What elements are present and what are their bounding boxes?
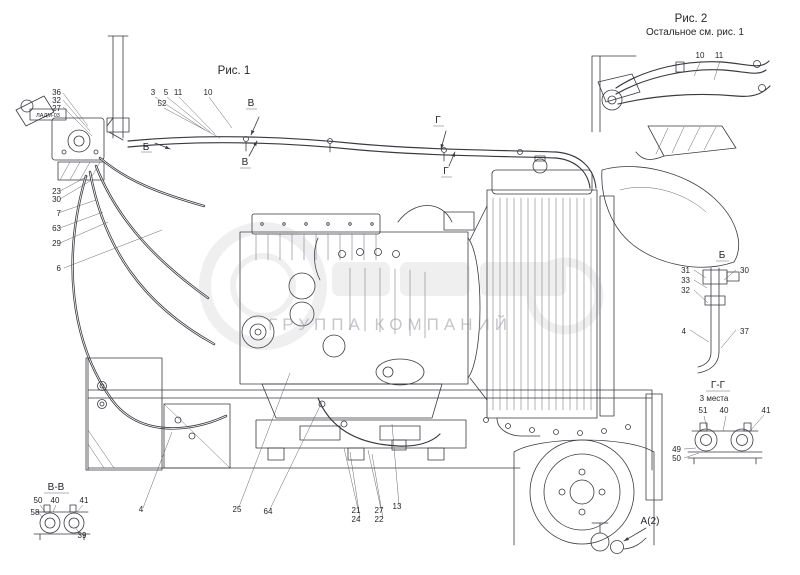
callout-binset-37: 37 (740, 327, 749, 336)
callout-32: 32 (52, 96, 61, 105)
callout-63: 63 (52, 224, 61, 233)
callout-vv-50: 50 (34, 496, 43, 505)
section-b-inset: Б (719, 250, 726, 261)
section-b-main: Б (143, 142, 150, 153)
callout-vv-40: 40 (51, 496, 60, 505)
callout-vv-58: 58 (31, 508, 40, 517)
callout-binset-32: 32 (681, 286, 690, 295)
callout-11: 11 (174, 88, 183, 97)
top-pipe (127, 136, 597, 189)
watermark-text: ГРУППА КОМПАНИЙ (268, 315, 512, 334)
fig2-note: Остальное см. рис. 1 (646, 27, 744, 38)
callout-binset-33: 33 (681, 276, 690, 285)
section-v-lower: В (242, 157, 249, 168)
callout-bottom-24: 24 (352, 515, 361, 524)
callout-36: 36 (52, 88, 61, 97)
callout-vv-41: 41 (80, 496, 89, 505)
fig2-title: Рис. 2 (675, 13, 708, 25)
vv-inset-drawing (33, 504, 91, 541)
callout-bottom-13: 13 (393, 502, 402, 511)
a-detail-drawing (590, 522, 647, 554)
callout-gg-50: 50 (672, 454, 681, 463)
callout-gg-41: 41 (762, 406, 771, 415)
hoses (71, 156, 228, 430)
callout-gg-51: 51 (699, 406, 708, 415)
callout-7: 7 (57, 209, 62, 218)
callout-52: 52 (158, 99, 167, 108)
callout-fig2-11: 11 (715, 51, 724, 60)
engine-block (239, 205, 475, 419)
callout-23: 23 (52, 187, 61, 196)
leader-lines (36, 60, 765, 542)
a-detail-label: А(2) (641, 516, 660, 527)
section-v-upper: В (248, 98, 255, 109)
callout-bottom-22: 22 (375, 515, 384, 524)
callout-binset-30: 30 (740, 266, 749, 275)
callout-binset-4: 4 (682, 327, 687, 336)
callout-5: 5 (164, 88, 169, 97)
callout-29: 29 (52, 239, 61, 248)
callout-bottom-25: 25 (233, 505, 242, 514)
section-g-lower: Г (443, 166, 449, 177)
callout-3: 3 (151, 88, 156, 97)
fig2-inset-drawing (591, 55, 771, 160)
callout-vv-39: 39 (78, 531, 87, 540)
callout-gg-49: 49 (672, 445, 681, 454)
callout-fig2-10: 10 (696, 51, 705, 60)
gg-note: 3 места (700, 394, 729, 403)
section-gg-title: Г-Г (711, 380, 726, 391)
stamp-text: ЛАДМ-03 (36, 113, 60, 119)
pump-assembly (15, 95, 105, 181)
callout-bottom-27: 27 (375, 506, 384, 515)
callout-bottom-21: 21 (352, 506, 361, 515)
frame (85, 357, 663, 501)
callout-6: 6 (57, 264, 62, 273)
mast (106, 35, 130, 141)
callout-10: 10 (204, 88, 213, 97)
section-vv-title: В-В (48, 482, 65, 493)
rear-housing (513, 439, 655, 546)
callout-binset-31: 31 (681, 266, 690, 275)
callout-30: 30 (52, 195, 61, 204)
b-inset-drawing (697, 267, 740, 374)
watermark-emblem (199, 222, 604, 350)
callout-bottom-64: 64 (264, 507, 273, 516)
callout-27: 27 (52, 104, 61, 113)
gg-inset-drawing (687, 422, 763, 465)
callout-gg-40: 40 (720, 406, 729, 415)
callout-bottom-4: 4 (139, 505, 144, 514)
section-g-upper: Г (435, 115, 441, 126)
bottom-hose (317, 397, 441, 451)
radiator (467, 155, 615, 437)
fender-hood (601, 166, 739, 268)
fig1-title: Рис. 1 (218, 65, 251, 77)
